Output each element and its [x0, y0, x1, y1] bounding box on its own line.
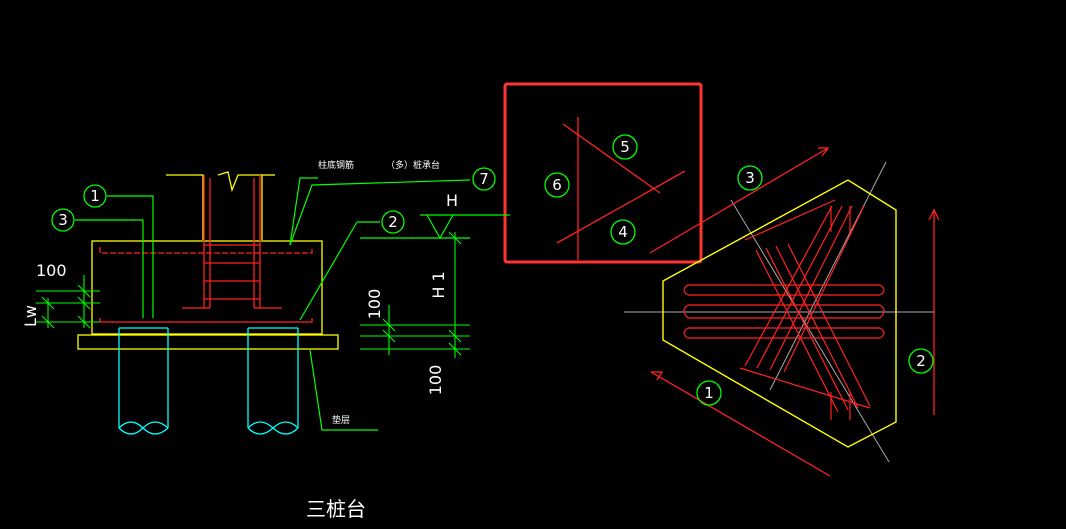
legend-box: 5 6 4 — [498, 82, 703, 264]
plan-rebar — [683, 199, 885, 420]
note-pile-cap: （多）桩承台 — [386, 159, 440, 171]
svg-text:2: 2 — [916, 352, 926, 370]
elevation-symbol — [360, 214, 498, 240]
note-column-rebar: 柱底钢筋 — [318, 159, 354, 171]
svg-text:7: 7 — [479, 170, 489, 188]
plan-centerlines — [624, 161, 935, 463]
callout-1: 1 — [83, 184, 107, 208]
section-view: 1 3 2 7 柱底钢筋 （多）桩承台 垫层 H — [21, 159, 498, 521]
svg-text:5: 5 — [620, 138, 630, 156]
pile-left — [118, 327, 169, 435]
plan-callout-2: 2 — [908, 348, 934, 374]
pile-cap-plan-outline — [662, 179, 897, 448]
height-dim — [360, 231, 470, 358]
dim-lw: Lw — [21, 305, 40, 327]
lw-dim — [36, 275, 100, 329]
svg-text:1: 1 — [704, 384, 714, 402]
svg-text:2: 2 — [388, 213, 398, 231]
elevation-label: H — [446, 191, 458, 210]
svg-text:4: 4 — [618, 223, 628, 241]
callout-5: 5 — [612, 134, 638, 160]
svg-text:3: 3 — [58, 211, 68, 229]
svg-text:3: 3 — [745, 169, 755, 187]
column-outline — [166, 171, 275, 240]
plan-view: 3 2 1 — [624, 147, 940, 477]
pile-cap-outline — [91, 240, 323, 335]
callout-4: 4 — [610, 219, 636, 245]
callout-2: 2 — [381, 210, 405, 234]
highlight-box — [503, 82, 703, 264]
dim-100-lw: 100 — [36, 261, 67, 280]
plan-direction-lines — [649, 147, 940, 477]
svg-text:1: 1 — [90, 187, 100, 205]
dim-100-bottom: 100 — [426, 365, 445, 396]
drawing-title: 三桩台 — [306, 497, 366, 521]
svg-text:6: 6 — [552, 176, 562, 194]
callout-3: 3 — [51, 208, 75, 232]
cushion-layer — [77, 334, 339, 350]
height-label: H 1 — [429, 271, 448, 298]
note-cushion: 垫层 — [332, 414, 350, 426]
pile-right — [247, 327, 299, 435]
section-leaders — [75, 177, 471, 431]
callout-7: 7 — [472, 167, 496, 191]
plan-callout-1: 1 — [696, 380, 722, 406]
dim-100-vertical: 100 — [365, 289, 384, 320]
callout-6: 6 — [544, 172, 570, 198]
plan-callout-3: 3 — [737, 165, 763, 191]
section-rebar — [99, 175, 313, 323]
